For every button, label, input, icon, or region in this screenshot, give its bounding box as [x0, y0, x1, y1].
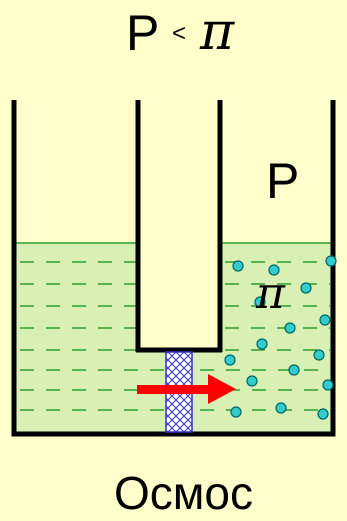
osmotic-pressure-symbol-top: π	[200, 2, 235, 62]
less-than-sign: <	[172, 20, 187, 47]
particle	[322, 379, 334, 391]
caption: Осмос	[114, 467, 253, 519]
particle	[224, 354, 236, 366]
solvent-flow-arrow	[137, 374, 236, 404]
particle	[232, 260, 244, 272]
pressure-label-right: P	[266, 153, 300, 209]
particle	[300, 282, 312, 294]
solution-left	[15, 243, 138, 432]
particle	[246, 375, 258, 387]
dash-lines-left	[20, 261, 165, 411]
osmotic-pressure-symbol: π	[256, 268, 285, 319]
particle	[319, 314, 331, 326]
dash-lines-right	[200, 261, 330, 411]
particle	[230, 406, 242, 418]
particle	[317, 408, 329, 420]
particle	[275, 402, 287, 414]
particle	[325, 255, 337, 267]
particle	[268, 264, 280, 276]
particle	[313, 349, 325, 361]
particle	[284, 322, 296, 334]
pressure-label-top: P	[126, 5, 160, 61]
particle	[288, 364, 300, 376]
vessel-outline	[11, 100, 336, 437]
solute-particles	[224, 255, 337, 420]
particle	[256, 338, 268, 350]
particle	[254, 296, 266, 308]
